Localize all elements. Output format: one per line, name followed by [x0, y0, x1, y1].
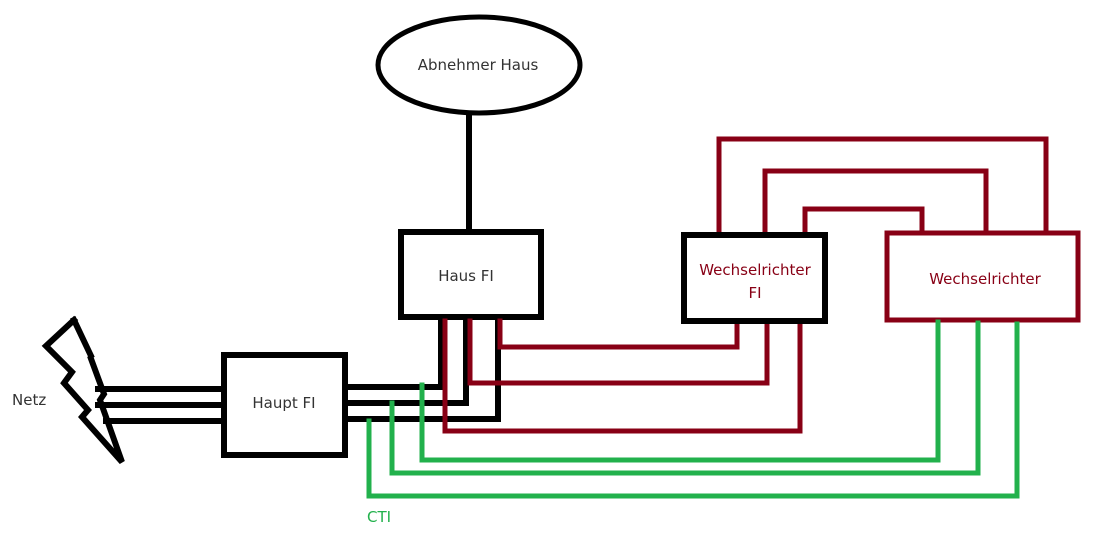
wire-haus-wrfi-1 [442, 318, 803, 434]
wire-haupt-haus-3 [344, 318, 501, 422]
wire-haus-wrfi-3 [497, 318, 740, 350]
cti-label: CTI [367, 508, 391, 526]
wechselrichter-label: Wechselrichter [929, 270, 1041, 288]
haus-fi-box [398, 229, 544, 320]
wire-wrfi-wr-1 [716, 136, 1049, 236]
abnehmer-haus-label: Abnehmer Haus [418, 56, 539, 74]
wechselrichter-box [884, 230, 1081, 323]
haus-fi-label: Haus FI [438, 267, 494, 285]
wire-haupt-haus-2 [344, 318, 469, 406]
wire-haupt-haus-1 [344, 318, 444, 390]
haupt-fi-label: Haupt FI [252, 394, 315, 412]
wire-cti-2 [389, 320, 981, 476]
haupt-fi-box [221, 352, 348, 458]
wechselrichter-fi-box [681, 232, 828, 324]
wire-cti-3 [366, 321, 1020, 499]
wechselrichter-fi-label-line1: Wechselrichter [699, 261, 811, 279]
wechselrichter-fi-label-line2: FI [748, 284, 761, 302]
lightning-bolt-icon [41, 315, 125, 464]
netz-label: Netz [12, 391, 46, 409]
abnehmer-haus-ellipse [375, 14, 583, 116]
wire-cti-1 [419, 319, 941, 463]
wire-wrfi-wr-2 [762, 168, 989, 236]
wire-wrfi-wr-3 [802, 206, 925, 236]
wire-haus-wrfi-2 [467, 318, 770, 386]
